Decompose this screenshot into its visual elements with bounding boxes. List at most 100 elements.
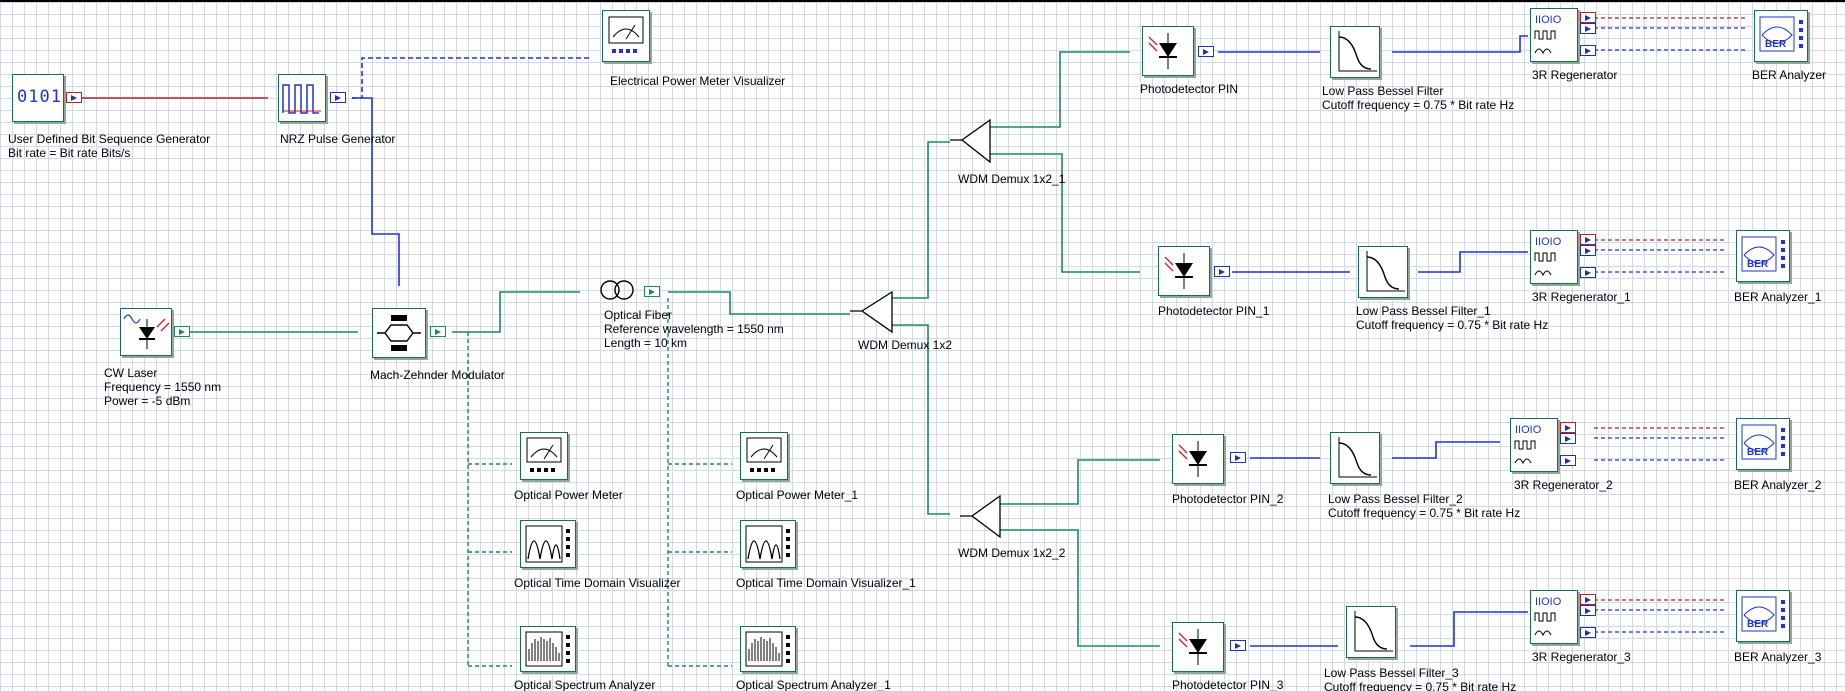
regenerator-icon: IIOIO bbox=[1534, 14, 1562, 55]
pin1-label: Photodetector PIN_1 bbox=[1158, 304, 1270, 318]
laser-label: CW Laser bbox=[104, 366, 158, 380]
fiber-output-port[interactable] bbox=[644, 286, 660, 297]
low-pass-bessel-filter-3-block[interactable] bbox=[1346, 606, 1396, 658]
mzm-block[interactable] bbox=[372, 308, 426, 358]
reg1-port-signal[interactable] bbox=[1580, 267, 1596, 278]
mzm-label: Mach-Zehnder Modulator bbox=[370, 368, 505, 382]
optical-fiber-block[interactable] bbox=[598, 278, 638, 302]
svg-text:BER: BER bbox=[1747, 259, 1769, 270]
meter-icon bbox=[608, 16, 644, 53]
wire-lpf1-reg1 bbox=[1418, 251, 1528, 273]
ber1-label: BER Analyzer_1 bbox=[1734, 290, 1822, 304]
ber3-label: BER Analyzer_3 bbox=[1734, 650, 1822, 664]
pin0-label: Photodetector PIN bbox=[1140, 82, 1239, 96]
optical-spectrum-analyzer-block[interactable] bbox=[520, 626, 576, 672]
reg2-port-bits[interactable] bbox=[1560, 422, 1576, 433]
photodiode-icon bbox=[1178, 441, 1207, 477]
low-pass-bessel-filter-block[interactable] bbox=[1330, 26, 1380, 78]
opm1-label: Optical Power Meter_1 bbox=[736, 488, 859, 502]
svg-text:BER: BER bbox=[1747, 447, 1769, 458]
ber-eye-icon: BER bbox=[1741, 424, 1785, 460]
photodiode-icon bbox=[1178, 629, 1207, 665]
reg0-label: 3R Regenerator bbox=[1532, 68, 1618, 82]
optical-spectrum-analyzer-1-block[interactable] bbox=[740, 626, 796, 672]
demux2-shape bbox=[960, 494, 1001, 539]
reg0-port-bits[interactable] bbox=[1580, 12, 1596, 23]
bitgen-label: User Defined Bit Sequence Generator bbox=[8, 132, 211, 146]
reg1-port-bits[interactable] bbox=[1580, 234, 1596, 245]
osa-label: Optical Spectrum Analyzer bbox=[514, 678, 656, 691]
ber-analyzer-2-block[interactable]: BER bbox=[1736, 418, 1790, 470]
3r-regenerator-block[interactable]: IIOIO bbox=[1530, 8, 1578, 62]
regenerator-icon: IIOIO bbox=[1534, 236, 1562, 277]
photodetector-pin-2-block[interactable] bbox=[1172, 434, 1224, 484]
pin1-output-port[interactable] bbox=[1214, 266, 1230, 277]
otdv1-label: Optical Time Domain Visualizer_1 bbox=[736, 576, 916, 590]
mzm-output-port[interactable] bbox=[430, 326, 446, 337]
reg3-port-ref[interactable] bbox=[1580, 605, 1596, 616]
3r-regenerator-3-block[interactable]: IIOIO bbox=[1530, 590, 1578, 644]
lpf3-param: Cutoff frequency = 0.75 * Bit rate Hz bbox=[1324, 680, 1517, 691]
demux1-shape bbox=[950, 118, 991, 164]
filter-response-icon bbox=[1338, 31, 1377, 72]
svg-text:BER: BER bbox=[1765, 39, 1787, 50]
optical-time-domain-visualizer-1-block[interactable] bbox=[740, 520, 796, 568]
reg2-label: 3R Regenerator_2 bbox=[1514, 478, 1613, 492]
demux2-label: WDM Demux 1x2_2 bbox=[958, 546, 1066, 560]
filter-response-icon bbox=[1338, 437, 1377, 478]
fiber-length: Length = 10 km bbox=[604, 336, 688, 350]
wire-mzm-fiber bbox=[452, 291, 580, 333]
wire-fiber-demux bbox=[668, 291, 850, 315]
optical-time-domain-visualizer-block[interactable] bbox=[520, 520, 576, 568]
3r-regenerator-1-block[interactable]: IIOIO bbox=[1530, 230, 1578, 284]
ber-analyzer-1-block[interactable]: BER bbox=[1736, 230, 1790, 282]
demux-shape bbox=[850, 290, 893, 334]
ber-analyzer-3-block[interactable]: BER bbox=[1736, 590, 1790, 642]
laser-diode-icon bbox=[123, 314, 170, 349]
svg-text:IIOIO: IIOIO bbox=[1535, 236, 1562, 248]
bitgen-output-port[interactable] bbox=[66, 92, 82, 103]
modulator-icon bbox=[377, 315, 421, 351]
photodetector-pin-block[interactable] bbox=[1142, 26, 1194, 76]
low-pass-bessel-filter-1-block[interactable] bbox=[1358, 246, 1408, 298]
reg3-port-bits[interactable] bbox=[1580, 594, 1596, 605]
ber0-label: BER Analyzer bbox=[1752, 68, 1827, 82]
reg0-port-signal[interactable] bbox=[1580, 45, 1596, 56]
nrz-output-port[interactable] bbox=[330, 92, 346, 103]
wire-lpf2-reg2 bbox=[1392, 441, 1500, 459]
low-pass-bessel-filter-2-block[interactable] bbox=[1330, 432, 1380, 484]
cw-laser-block[interactable] bbox=[120, 308, 172, 356]
reg0-port-ref[interactable] bbox=[1580, 23, 1596, 34]
lpf3-label: Low Pass Bessel Filter_3 bbox=[1324, 666, 1459, 680]
photodiode-icon bbox=[1164, 253, 1193, 289]
ber-eye-icon: BER bbox=[1759, 16, 1803, 52]
electrical-power-meter-block[interactable] bbox=[602, 10, 650, 62]
nrz-pulse-generator-block[interactable] bbox=[278, 74, 326, 122]
optical-power-meter-1-block[interactable] bbox=[740, 432, 788, 480]
reg2-port-signal[interactable] bbox=[1560, 455, 1576, 466]
reg2-port-ref[interactable] bbox=[1560, 433, 1576, 444]
pin2-output-port[interactable] bbox=[1230, 452, 1246, 463]
spectrum-icon bbox=[525, 631, 570, 667]
wire-demux-demux1 bbox=[892, 141, 950, 299]
filter-response-icon bbox=[1354, 611, 1393, 652]
regenerator-icon: IIOIO bbox=[1534, 596, 1562, 637]
photodetector-pin-3-block[interactable] bbox=[1172, 622, 1224, 672]
bit-sequence-generator-block[interactable]: 0101 bbox=[12, 74, 64, 122]
pin0-output-port[interactable] bbox=[1198, 46, 1214, 57]
wire-demux2-pin3 bbox=[1000, 529, 1160, 647]
osa1-label: Optical Spectrum Analyzer_1 bbox=[736, 678, 891, 691]
optical-power-meter-block[interactable] bbox=[520, 432, 568, 480]
wire-demux1-pin1 bbox=[990, 153, 1140, 273]
reg3-port-signal[interactable] bbox=[1580, 627, 1596, 638]
reg1-port-ref[interactable] bbox=[1580, 245, 1596, 256]
3r-regenerator-2-block[interactable]: IIOIO bbox=[1510, 418, 1558, 472]
photodetector-pin-1-block[interactable] bbox=[1158, 246, 1210, 296]
pin3-output-port[interactable] bbox=[1230, 640, 1246, 651]
laser-output-port[interactable] bbox=[174, 326, 190, 337]
ber-analyzer-block[interactable]: BER bbox=[1754, 10, 1808, 62]
filter-response-icon bbox=[1366, 251, 1405, 292]
monitor-taps bbox=[467, 298, 732, 667]
